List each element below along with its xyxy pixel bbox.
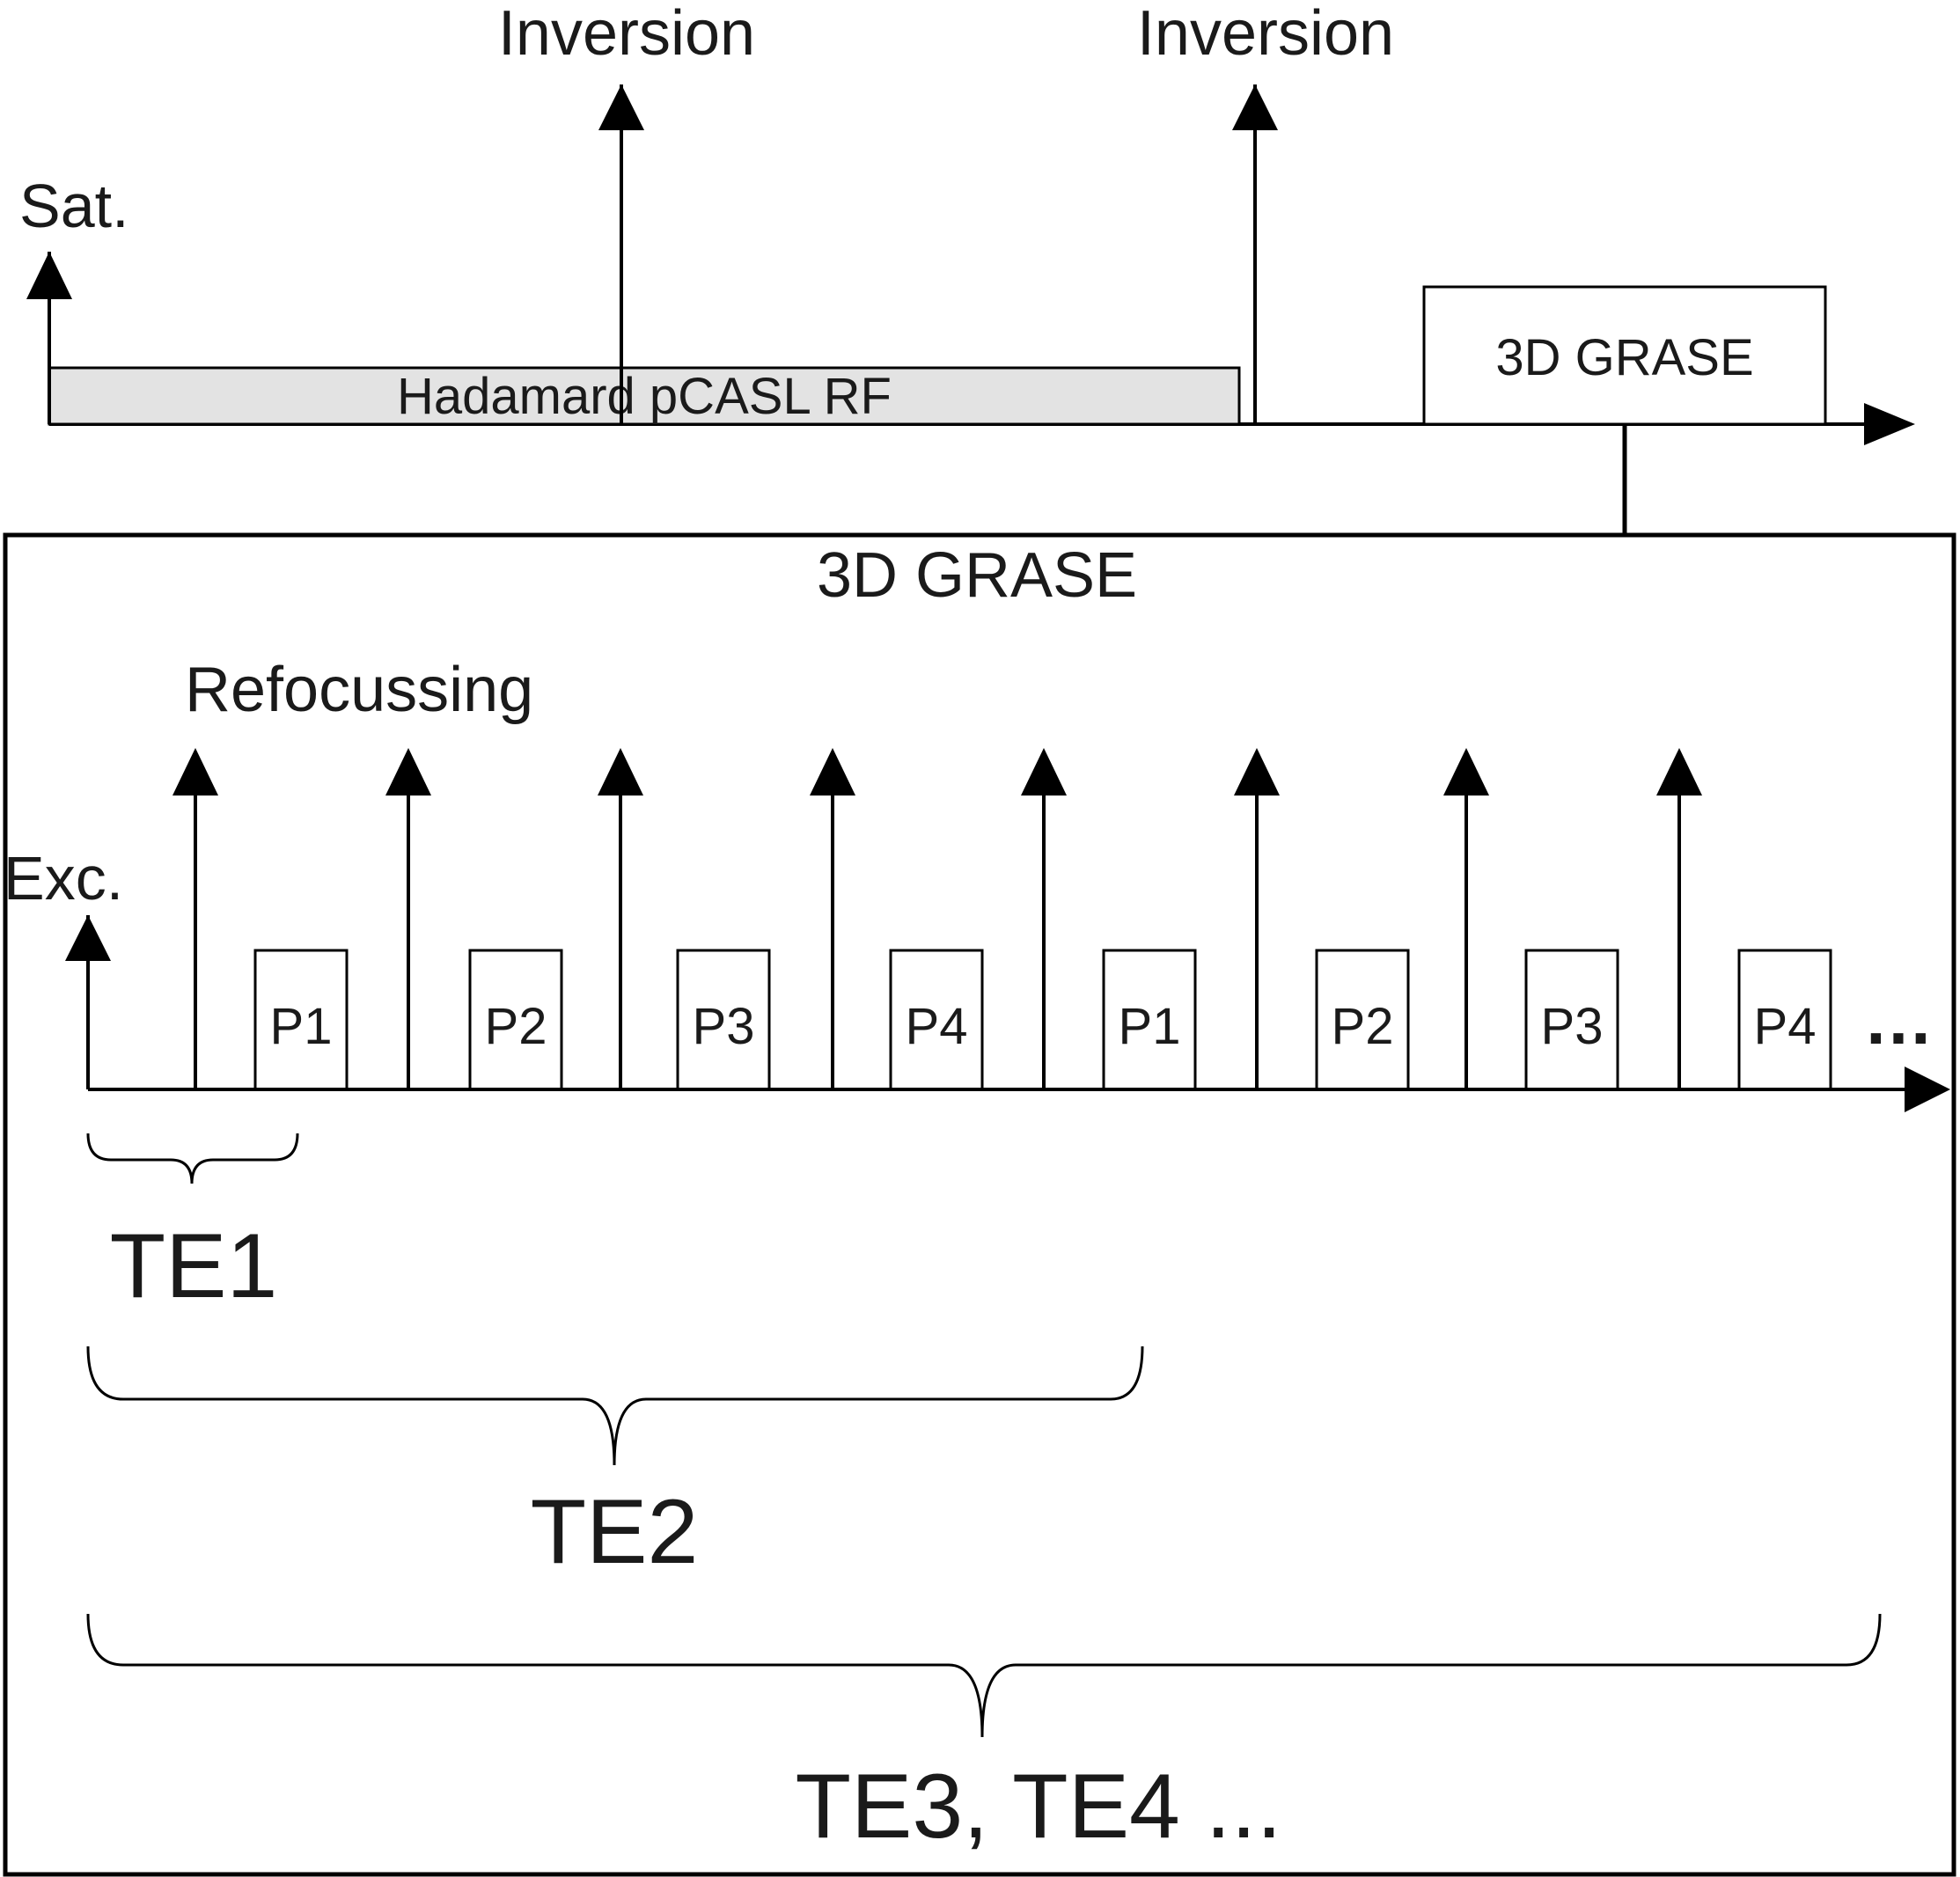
refocusing-pulse-arrowhead-8	[1656, 748, 1702, 796]
partition-label-4: P4	[906, 998, 968, 1055]
partition-box-7	[1524, 949, 1619, 1091]
detail-panel-frame	[3, 532, 1956, 1877]
partition-box-8	[1737, 949, 1832, 1091]
partition-box-2	[468, 949, 563, 1091]
te1-label: TE1	[110, 1215, 278, 1317]
top-timeline: Hadamard pCASL RF Sat. Inversion Inversi…	[19, 0, 1915, 535]
refocusing-pulse-arrowhead-4	[810, 748, 855, 796]
inversion-pulse-arrowhead-1	[598, 84, 644, 130]
detail-panel-title: 3D GRASE	[817, 540, 1137, 611]
inversion-label-1: Inversion	[498, 0, 755, 69]
excitation-label: Exc.	[4, 844, 123, 913]
refocusing-label: Refocussing	[185, 655, 533, 725]
te1-brace	[86, 1133, 299, 1184]
refocusing-pulse-arrowhead-6	[1234, 748, 1280, 796]
refocusing-pulses	[173, 748, 1702, 1089]
pcasl-rf-block	[48, 366, 1241, 426]
continuation-ellipsis: …	[1863, 980, 1934, 1059]
partition-label-8: P4	[1754, 998, 1817, 1055]
te2-label: TE2	[531, 1481, 699, 1583]
partition-box-3	[676, 949, 771, 1091]
refocusing-pulse-arrowhead-7	[1443, 748, 1489, 796]
te3-te4-brace	[86, 1613, 1882, 1738]
readout-block-label: 3D GRASE	[1495, 329, 1753, 386]
te2-brace	[86, 1345, 1144, 1466]
inversion-pulse-arrowhead-2	[1232, 84, 1278, 130]
partition-label-2: P2	[485, 998, 547, 1055]
top-axis-arrowhead	[1864, 403, 1915, 445]
refocusing-pulse-arrowhead-5	[1021, 748, 1067, 796]
te3-te4-label: TE3, TE4 ...	[796, 1756, 1282, 1858]
excitation-pulse-arrowhead	[65, 915, 111, 961]
inversion-label-2: Inversion	[1137, 0, 1394, 69]
partition-label-6: P2	[1332, 998, 1394, 1055]
sat-pulse-arrowhead	[26, 252, 72, 299]
refocusing-pulse-arrowhead-3	[598, 748, 643, 796]
sat-label: Sat.	[19, 172, 129, 240]
detail-axis-arrowhead	[1905, 1067, 1950, 1112]
grase-detail-panel: 3D GRASE Refocussing Exc. P1 P2 P3 P4 P1 P2 P3…	[3, 532, 1956, 1877]
partition-label-1: P1	[270, 998, 333, 1055]
partition-label-3: P3	[693, 998, 755, 1055]
partition-readouts: P1 P2 P3 P4 P1 P2 P3 P4	[253, 949, 1832, 1091]
refocusing-pulse-arrowhead-1	[173, 748, 218, 796]
partition-box-4	[889, 949, 984, 1091]
pcasl-rf-label: Hadamard pCASL RF	[397, 368, 892, 425]
refocusing-pulse-arrowhead-2	[385, 748, 431, 796]
partition-box-6	[1315, 949, 1410, 1091]
partition-label-5: P1	[1119, 998, 1181, 1055]
partition-label-7: P3	[1541, 998, 1604, 1055]
